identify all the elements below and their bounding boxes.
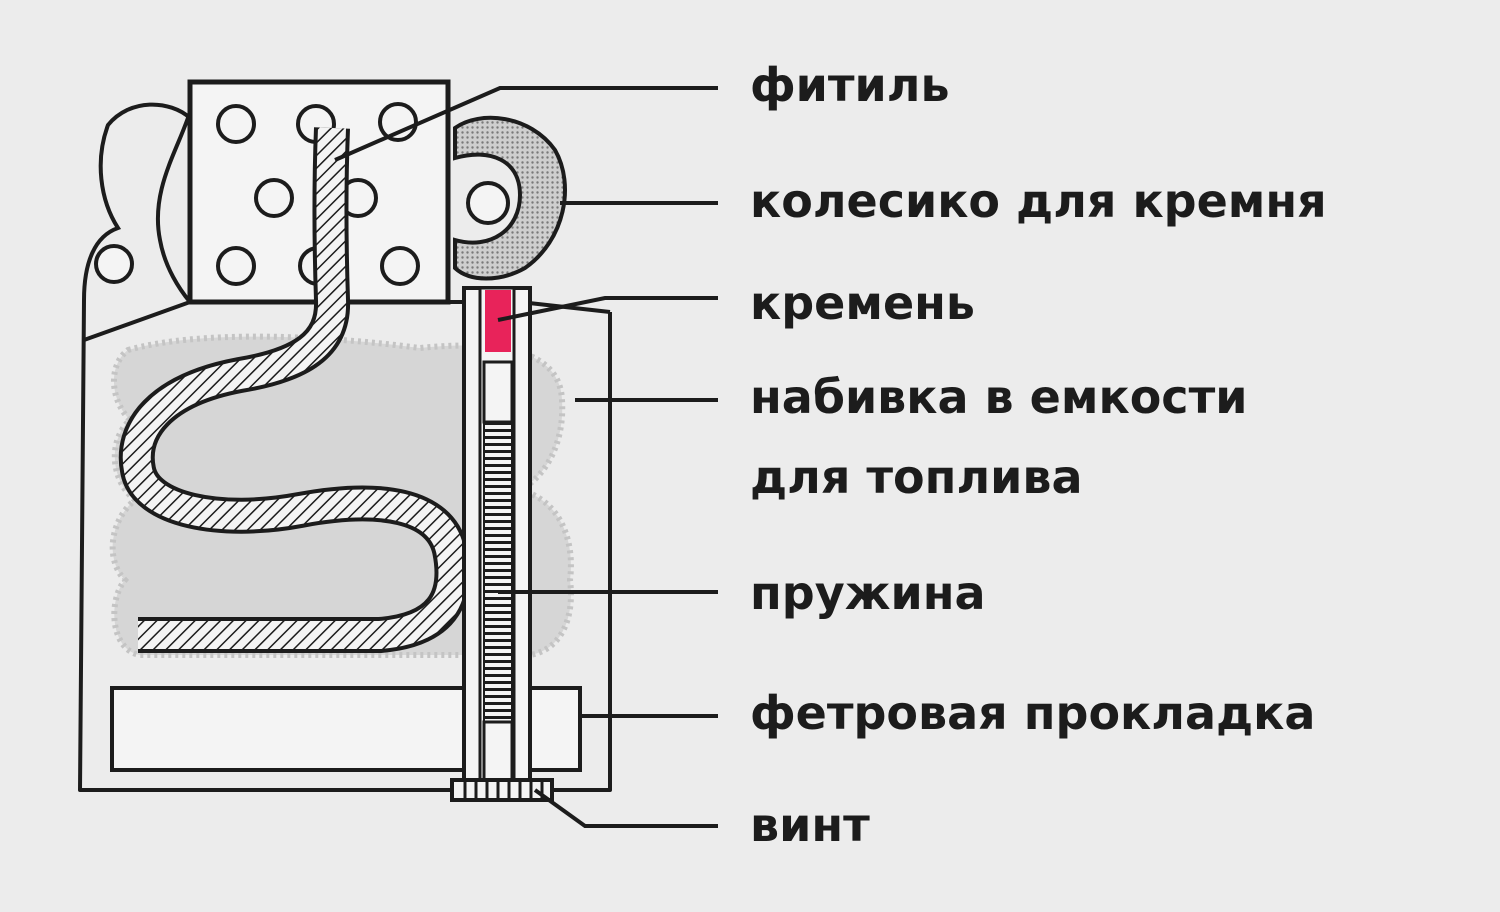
leader-screw [533, 788, 718, 828]
leader-lines [334, 86, 718, 828]
flint-wheel [453, 115, 567, 281]
leader-wick [334, 86, 718, 162]
leader-flint [497, 296, 718, 322]
wick [118, 127, 471, 653]
label-felt-pad: фетровая прокладка [750, 686, 1316, 740]
chimney [187, 79, 451, 305]
screw [450, 778, 554, 802]
flint-tube [462, 286, 532, 790]
label-screw: винт [750, 798, 870, 852]
flint [485, 290, 511, 352]
spring [483, 421, 513, 723]
label-wick: фитиль [750, 58, 950, 112]
label-spring: пружина [750, 566, 986, 620]
label-filling-line2: для топлива [750, 450, 1083, 504]
label-flint-wheel: колесико для кремня [750, 174, 1327, 228]
cam-spring [82, 102, 192, 304]
label-filling-line1: набивка в емкости [750, 370, 1248, 424]
label-flint: кремень [750, 276, 976, 330]
